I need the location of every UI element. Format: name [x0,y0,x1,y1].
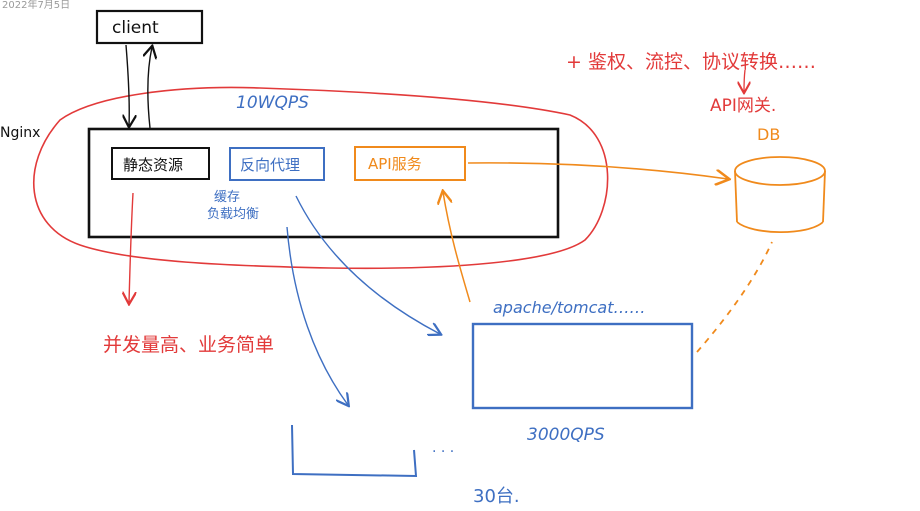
static-resources-box [111,147,210,180]
tomcat-to-api-arrow [443,192,471,303]
static-resources-label: 静态资源 [123,156,183,174]
api-to-db-arrow [467,162,728,179]
nginx-boundary [32,86,609,270]
nginx-label: Nginx [0,125,40,141]
client-label: client [112,18,159,38]
auth-note: + 鉴权、流控、协议转换…… [566,51,816,73]
reverse-proxy-box [229,147,325,181]
db-cylinder [734,156,826,234]
server-cluster-box [291,424,418,478]
api-gateway-label: API网关. [710,96,776,116]
api-service-box [354,146,466,181]
auth-to-gateway-arrow [744,69,745,92]
cache-label: 缓存 [214,190,240,205]
load-balance-label: 负载均衡 [207,207,259,222]
concurrency-note: 并发量高、业务简单 [103,334,274,356]
client-box [95,9,204,45]
db-label: DB [757,125,780,144]
tomcat-to-db-dashed [696,241,773,353]
static-to-note-arrow [129,192,133,303]
qps-top-label: 10WQPS [236,93,309,113]
client-to-nginx-arrow [126,44,129,126]
reverse-proxy-label: 反向代理 [240,156,300,174]
nginx-box [87,127,560,239]
qps-bottom-label: 3000QPS [527,425,605,445]
proxy-to-servers-arrow [286,226,348,405]
server-cluster-dots: . . . [432,440,454,456]
nginx-to-client-arrow [148,47,152,129]
date-header: 2022年7月5日 [2,0,71,11]
proxy-to-tomcat-arrow [295,195,440,334]
tomcat-box [471,322,694,410]
machines-label: 30台. [473,486,520,507]
apache-tomcat-label: apache/tomcat…… [493,298,645,317]
api-service-label: API服务 [368,155,422,173]
